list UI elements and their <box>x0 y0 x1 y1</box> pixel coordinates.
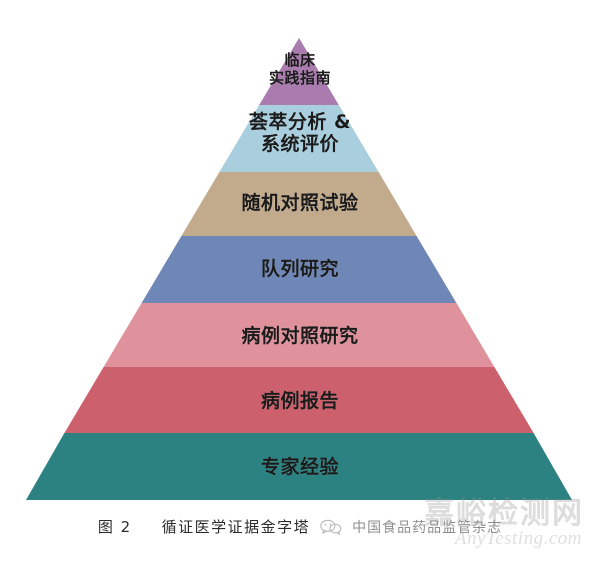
figure-caption-number: 图 2 <box>97 518 132 536</box>
pyramid-level-4-cohort-study <box>141 236 457 303</box>
pyramid-level-3-randomized-controlled-trial <box>181 172 417 236</box>
pyramid-level-5-case-control-study <box>103 303 495 367</box>
wechat-icon <box>320 519 342 535</box>
pyramid-diagram: 临床 实践指南 荟萃分析 & 系统评价 随机对照试验 队列研究 病例对照研究 病… <box>26 38 572 500</box>
pyramid-level-6-case-report <box>64 367 534 433</box>
figure-caption-title: 循证医学证据金字塔 <box>161 518 311 536</box>
figure-source-label: 中国食品药品监管杂志 <box>352 519 503 536</box>
figure-caption: 图 2 循证医学证据金字塔 中国食品药品监管杂志 <box>0 516 600 537</box>
pyramid-level-7-expert-experience <box>26 433 572 500</box>
pyramid-level-1-clinical-practice-guidelines <box>259 38 339 105</box>
pyramid-svg <box>26 38 572 500</box>
pyramid-level-2-meta-analysis-systematic-review <box>219 105 379 172</box>
